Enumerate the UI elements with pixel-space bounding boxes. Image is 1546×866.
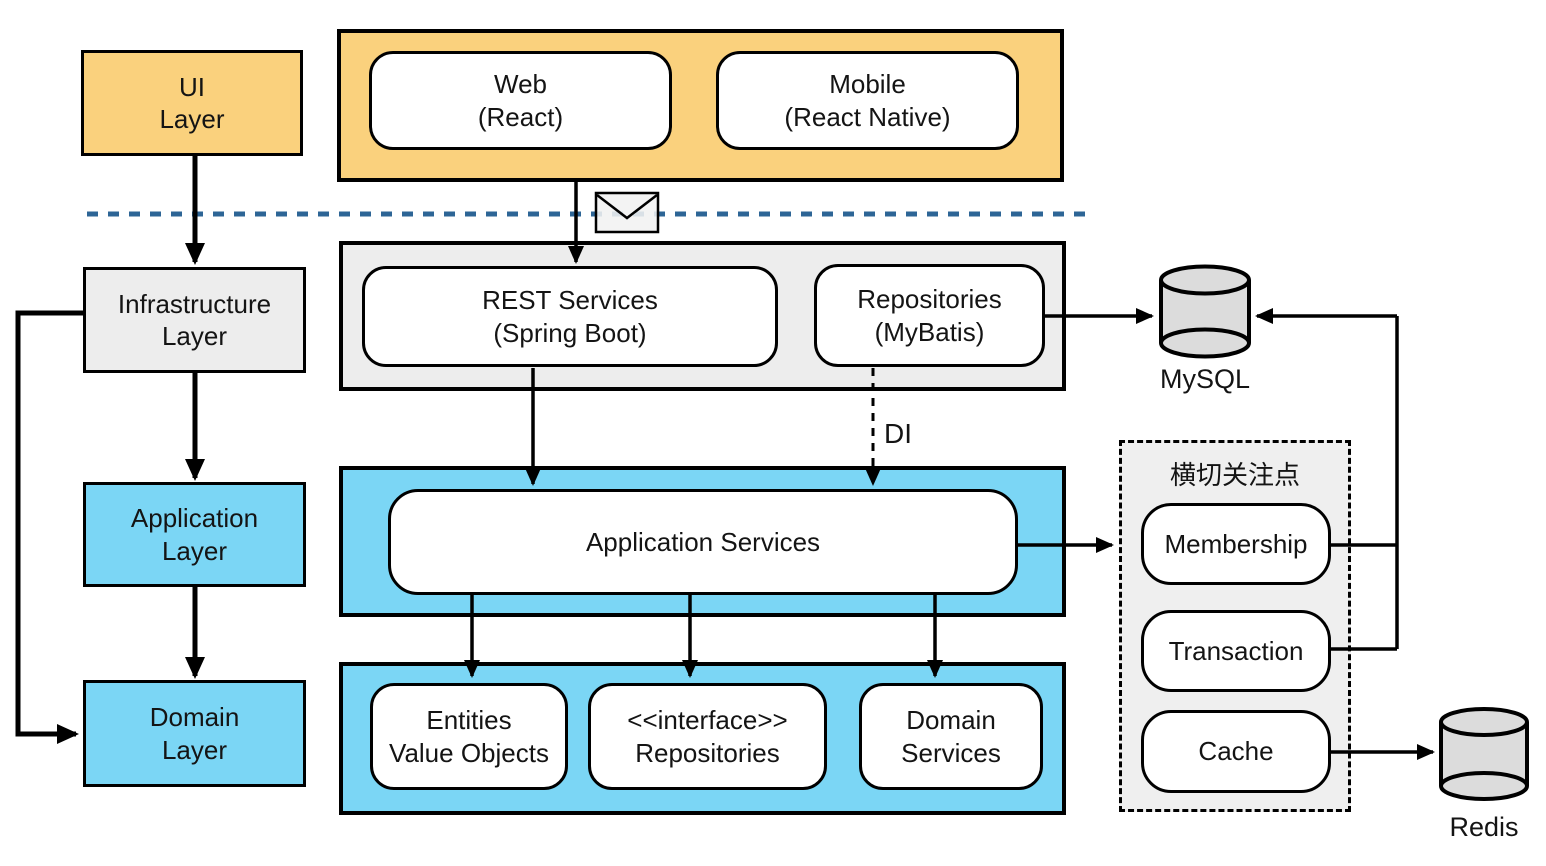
mysql-database-icon [1159, 264, 1251, 359]
domain-services-node: Domain Services [859, 683, 1043, 790]
application-layer-box: Application Layer [83, 482, 306, 587]
mobile-node: Mobile (React Native) [716, 51, 1019, 150]
interface-repositories-node: <<interface>> Repositories [588, 683, 827, 790]
arrow-infrastructure-to-domain [15, 310, 83, 744]
di-annotation: DI [884, 418, 912, 449]
redis-database-icon [1439, 707, 1529, 801]
transaction-node: Transaction [1141, 610, 1331, 692]
cross-cutting-title: 横切关注点 [1169, 460, 1300, 490]
ui-layer-box: UI Layer [81, 50, 303, 156]
cache-node: Cache [1141, 710, 1331, 793]
message-envelope-icon [594, 191, 660, 234]
domain-layer-box: Domain Layer [83, 680, 306, 787]
infrastructure-layer-box: Infrastructure Layer [83, 267, 306, 373]
web-node: Web (React) [369, 51, 672, 150]
application-services-node: Application Services [388, 489, 1018, 595]
mysql-label: MySQL [1159, 364, 1251, 394]
redis-label: Redis [1449, 812, 1519, 842]
repositories-node: Repositories (MyBatis) [814, 264, 1045, 367]
rest-services-node: REST Services (Spring Boot) [362, 266, 778, 367]
entities-node: Entities Value Objects [370, 683, 568, 790]
membership-node: Membership [1141, 503, 1331, 585]
